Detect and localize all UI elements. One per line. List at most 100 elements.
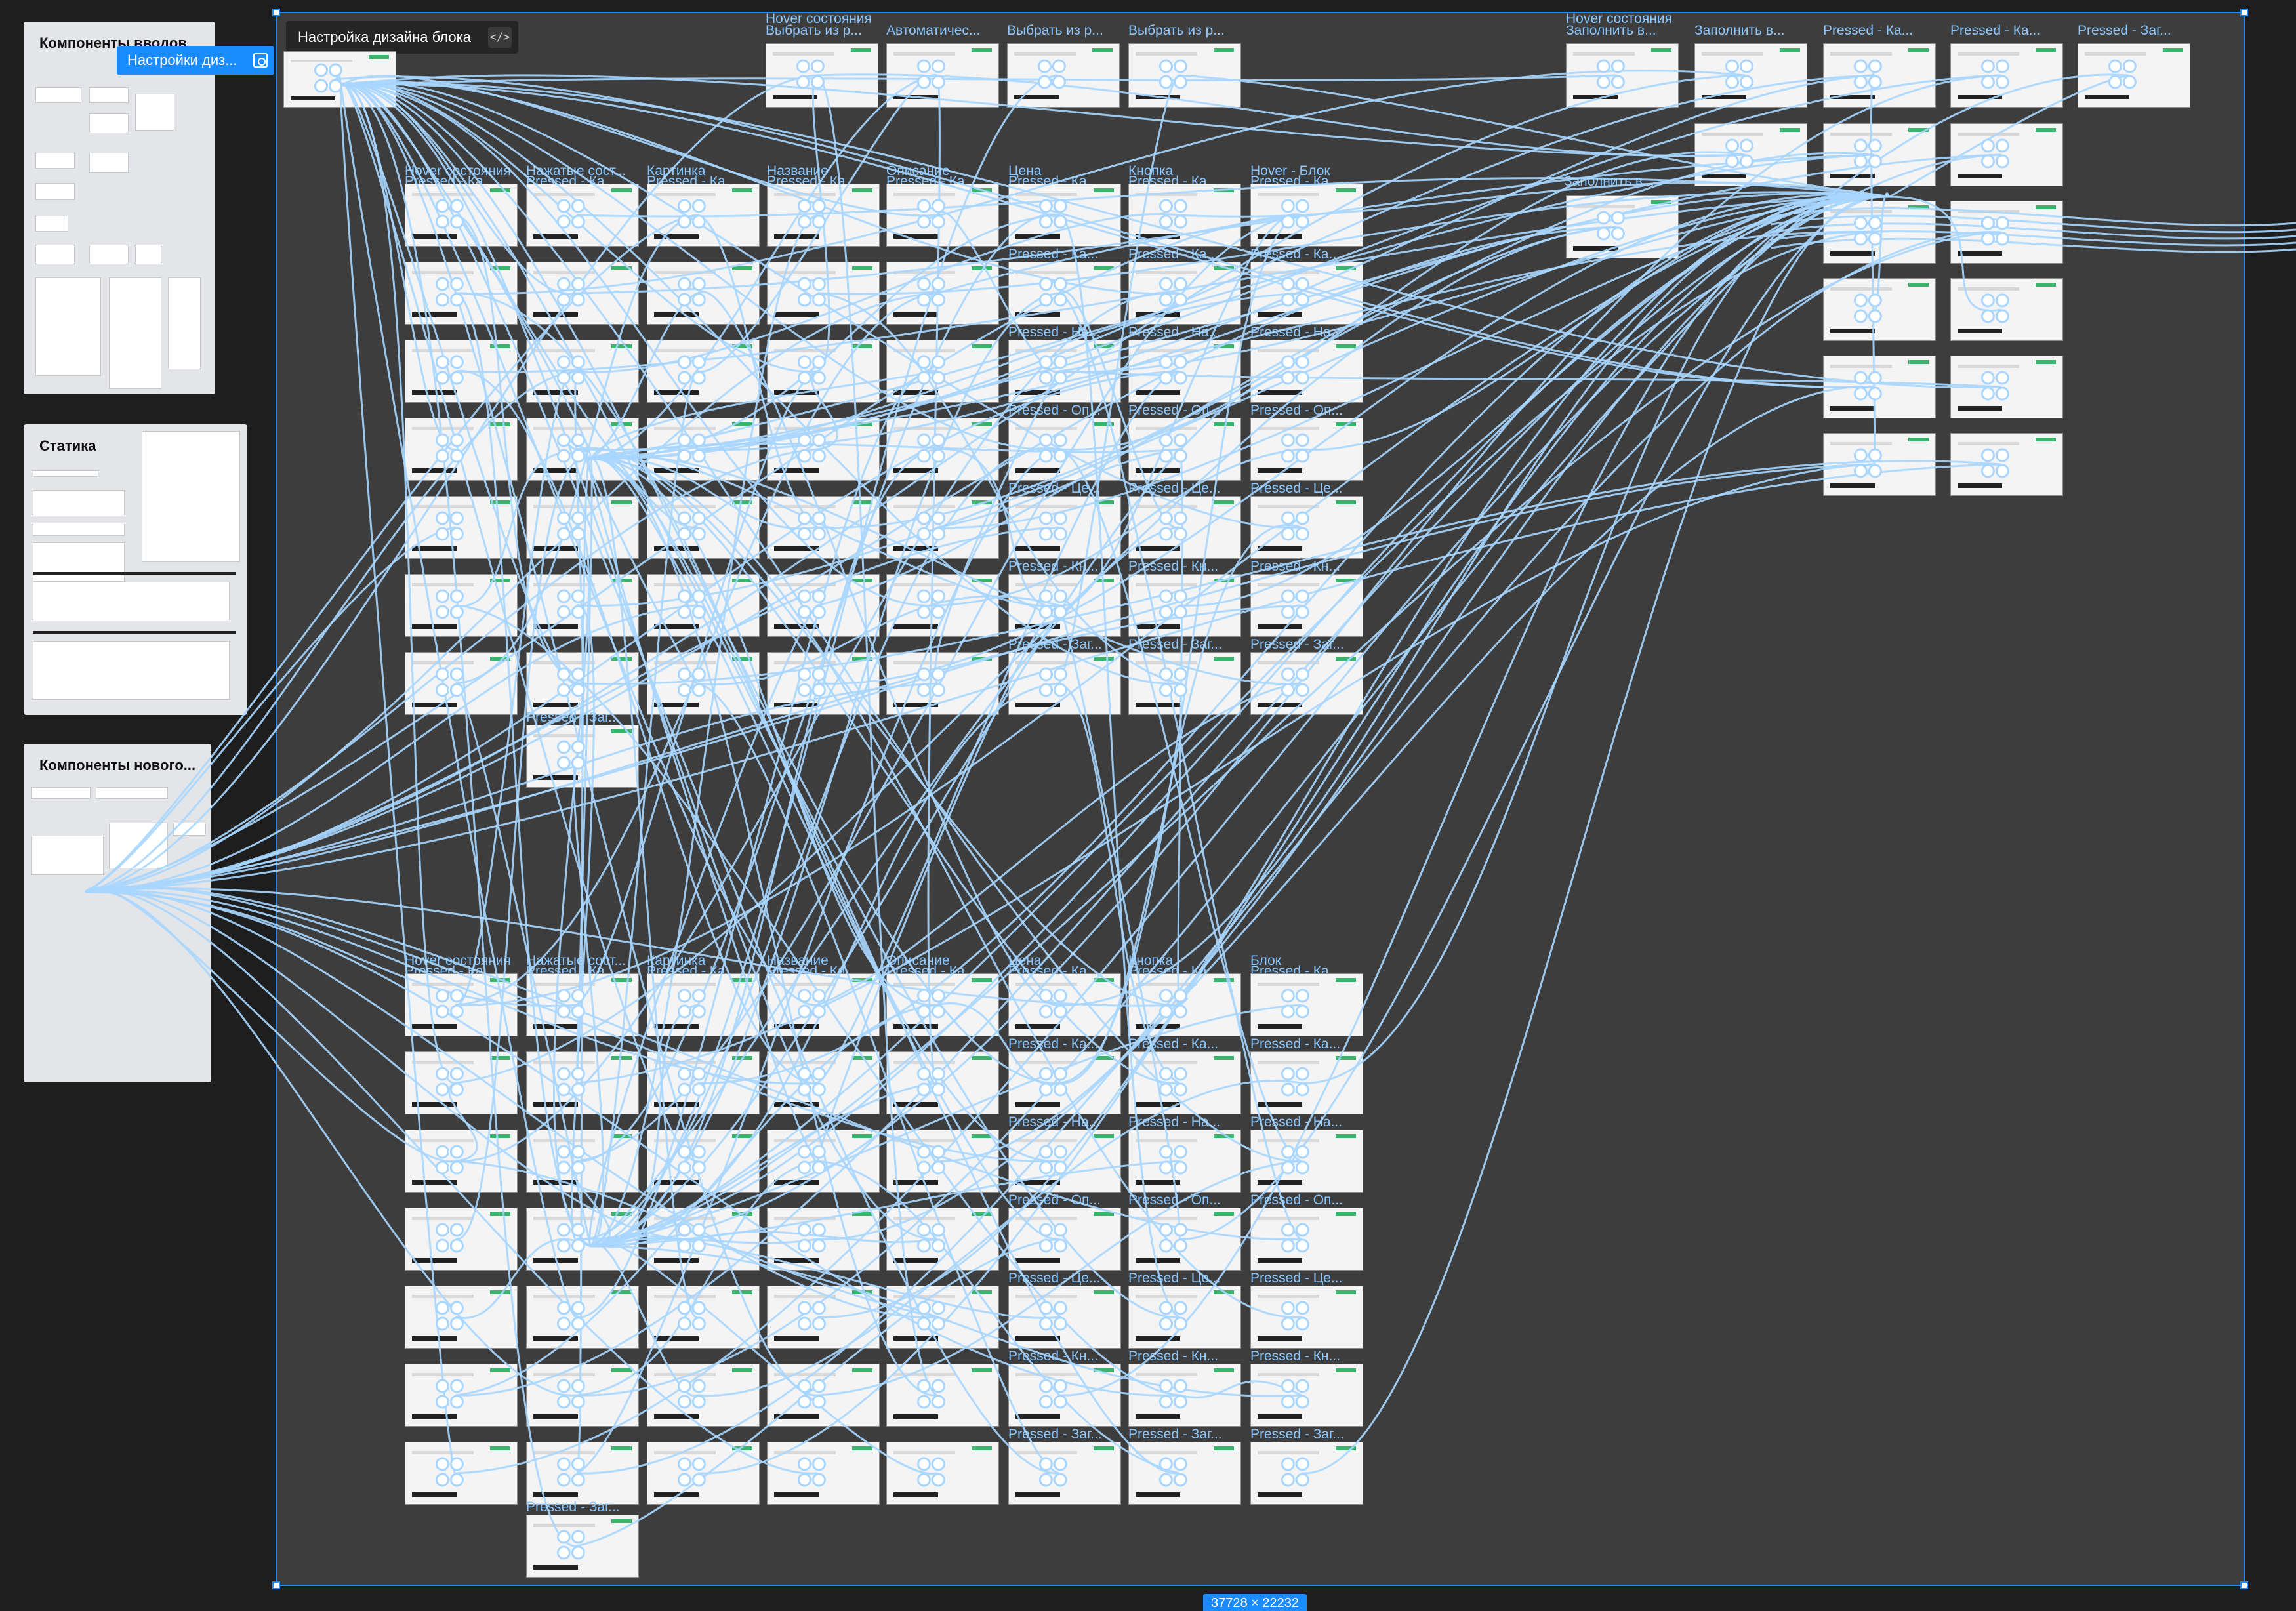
connection-node[interactable]: [435, 1473, 449, 1487]
screen-frame[interactable]: [1950, 43, 2063, 108]
connection-node[interactable]: [556, 1379, 571, 1393]
connection-node[interactable]: [797, 527, 811, 541]
connection-node[interactable]: [556, 214, 571, 229]
frame-label[interactable]: Заполнить в...: [1566, 23, 1656, 38]
frame-label[interactable]: Выбрать из р...: [766, 23, 862, 38]
connection-node[interactable]: [556, 1530, 571, 1544]
connection-node[interactable]: [1053, 199, 1067, 213]
connection-node[interactable]: [571, 1067, 585, 1081]
connection-node[interactable]: [931, 277, 945, 291]
connection-node[interactable]: [677, 355, 691, 369]
connection-node[interactable]: [811, 1223, 826, 1237]
connection-node[interactable]: [1038, 589, 1053, 603]
connection-node[interactable]: [677, 511, 691, 525]
connection-node[interactable]: [1295, 355, 1309, 369]
connection-node[interactable]: [449, 511, 464, 525]
connection-node[interactable]: [1053, 1379, 1067, 1393]
connection-node[interactable]: [1038, 667, 1053, 682]
connection-node[interactable]: [1038, 293, 1053, 307]
resize-handle[interactable]: [2240, 1581, 2248, 1589]
connection-node[interactable]: [435, 683, 449, 697]
connection-node[interactable]: [797, 1301, 811, 1315]
connection-node[interactable]: [1173, 1004, 1187, 1019]
connection-node[interactable]: [1053, 1301, 1067, 1315]
connection-node[interactable]: [1295, 371, 1309, 385]
connection-node[interactable]: [1038, 527, 1053, 541]
connection-node[interactable]: [811, 433, 826, 447]
connection-node[interactable]: [677, 1067, 691, 1081]
connection-node[interactable]: [1281, 1160, 1295, 1175]
connection-node[interactable]: [435, 589, 449, 603]
connection-node[interactable]: [1980, 293, 1995, 308]
connection-node[interactable]: [1980, 75, 1995, 89]
connection-node[interactable]: [1281, 667, 1295, 682]
connection-node[interactable]: [691, 1395, 706, 1409]
connection-node[interactable]: [691, 1473, 706, 1487]
connection-node[interactable]: [571, 667, 585, 682]
connection-node[interactable]: [571, 527, 585, 541]
connection-node[interactable]: [677, 1082, 691, 1097]
connection-node[interactable]: [1158, 433, 1173, 447]
connection-node[interactable]: [571, 355, 585, 369]
connection-node[interactable]: [1173, 1316, 1187, 1331]
connection-node[interactable]: [1295, 1379, 1309, 1393]
connection-node[interactable]: [435, 1145, 449, 1159]
frame-label[interactable]: Pressed - Ка...: [1008, 1036, 1099, 1051]
connection-node[interactable]: [435, 511, 449, 525]
section-title[interactable]: Настройка дизайна блока </>: [286, 21, 518, 54]
connection-node[interactable]: [1281, 433, 1295, 447]
connection-node[interactable]: [449, 1145, 464, 1159]
connection-node[interactable]: [435, 355, 449, 369]
connection-node[interactable]: [435, 1395, 449, 1409]
connection-node[interactable]: [1158, 449, 1173, 463]
screen-frame[interactable]: [1950, 278, 2063, 341]
connection-node[interactable]: [931, 75, 945, 89]
connection-node[interactable]: [797, 1238, 811, 1253]
connection-node[interactable]: [931, 1238, 945, 1253]
connection-node[interactable]: [1053, 1067, 1067, 1081]
connection-node[interactable]: [1158, 1223, 1173, 1237]
connection-node[interactable]: [811, 1004, 826, 1019]
connection-node[interactable]: [1053, 1004, 1067, 1019]
screen-frame[interactable]: [1008, 1208, 1121, 1271]
frame-label[interactable]: Заполнить в...: [1694, 23, 1785, 38]
frame-label[interactable]: Pressed - Оп...: [1250, 1193, 1343, 1208]
screen-frame[interactable]: [1128, 1442, 1241, 1505]
connection-node[interactable]: [931, 1395, 945, 1409]
connection-node[interactable]: [1868, 216, 1882, 230]
connection-node[interactable]: [556, 511, 571, 525]
connection-node[interactable]: [1995, 138, 2009, 153]
connection-node[interactable]: [1158, 277, 1173, 291]
connection-node[interactable]: [691, 667, 706, 682]
connection-node[interactable]: [1038, 277, 1053, 291]
screen-frame[interactable]: [1008, 1442, 1121, 1505]
connection-node[interactable]: [1596, 59, 1610, 73]
connection-node[interactable]: [811, 1379, 826, 1393]
connection-node[interactable]: [556, 756, 571, 770]
connection-node[interactable]: [1038, 1004, 1053, 1019]
connection-node[interactable]: [931, 1067, 945, 1081]
connection-node[interactable]: [1053, 1238, 1067, 1253]
connection-node[interactable]: [916, 1457, 931, 1471]
connection-node[interactable]: [1158, 214, 1173, 229]
connection-node[interactable]: [916, 59, 931, 73]
connection-node[interactable]: [691, 199, 706, 213]
connection-node[interactable]: [1868, 293, 1882, 308]
connection-node[interactable]: [1980, 386, 1995, 401]
connection-node[interactable]: [571, 1301, 585, 1315]
connection-node[interactable]: [916, 449, 931, 463]
connection-node[interactable]: [449, 355, 464, 369]
connection-node[interactable]: [449, 1067, 464, 1081]
connection-node[interactable]: [1295, 1004, 1309, 1019]
screen-frame[interactable]: [526, 1515, 639, 1578]
selected-frame-label[interactable]: Настройки диз...: [117, 46, 274, 75]
connection-node[interactable]: [1173, 667, 1187, 682]
connection-node[interactable]: [931, 1379, 945, 1393]
connection-node[interactable]: [435, 1316, 449, 1331]
connection-node[interactable]: [1038, 199, 1053, 213]
connection-node[interactable]: [1295, 605, 1309, 619]
connection-node[interactable]: [1281, 1067, 1295, 1081]
connection-node[interactable]: [677, 683, 691, 697]
connection-node[interactable]: [556, 433, 571, 447]
connection-node[interactable]: [449, 1238, 464, 1253]
